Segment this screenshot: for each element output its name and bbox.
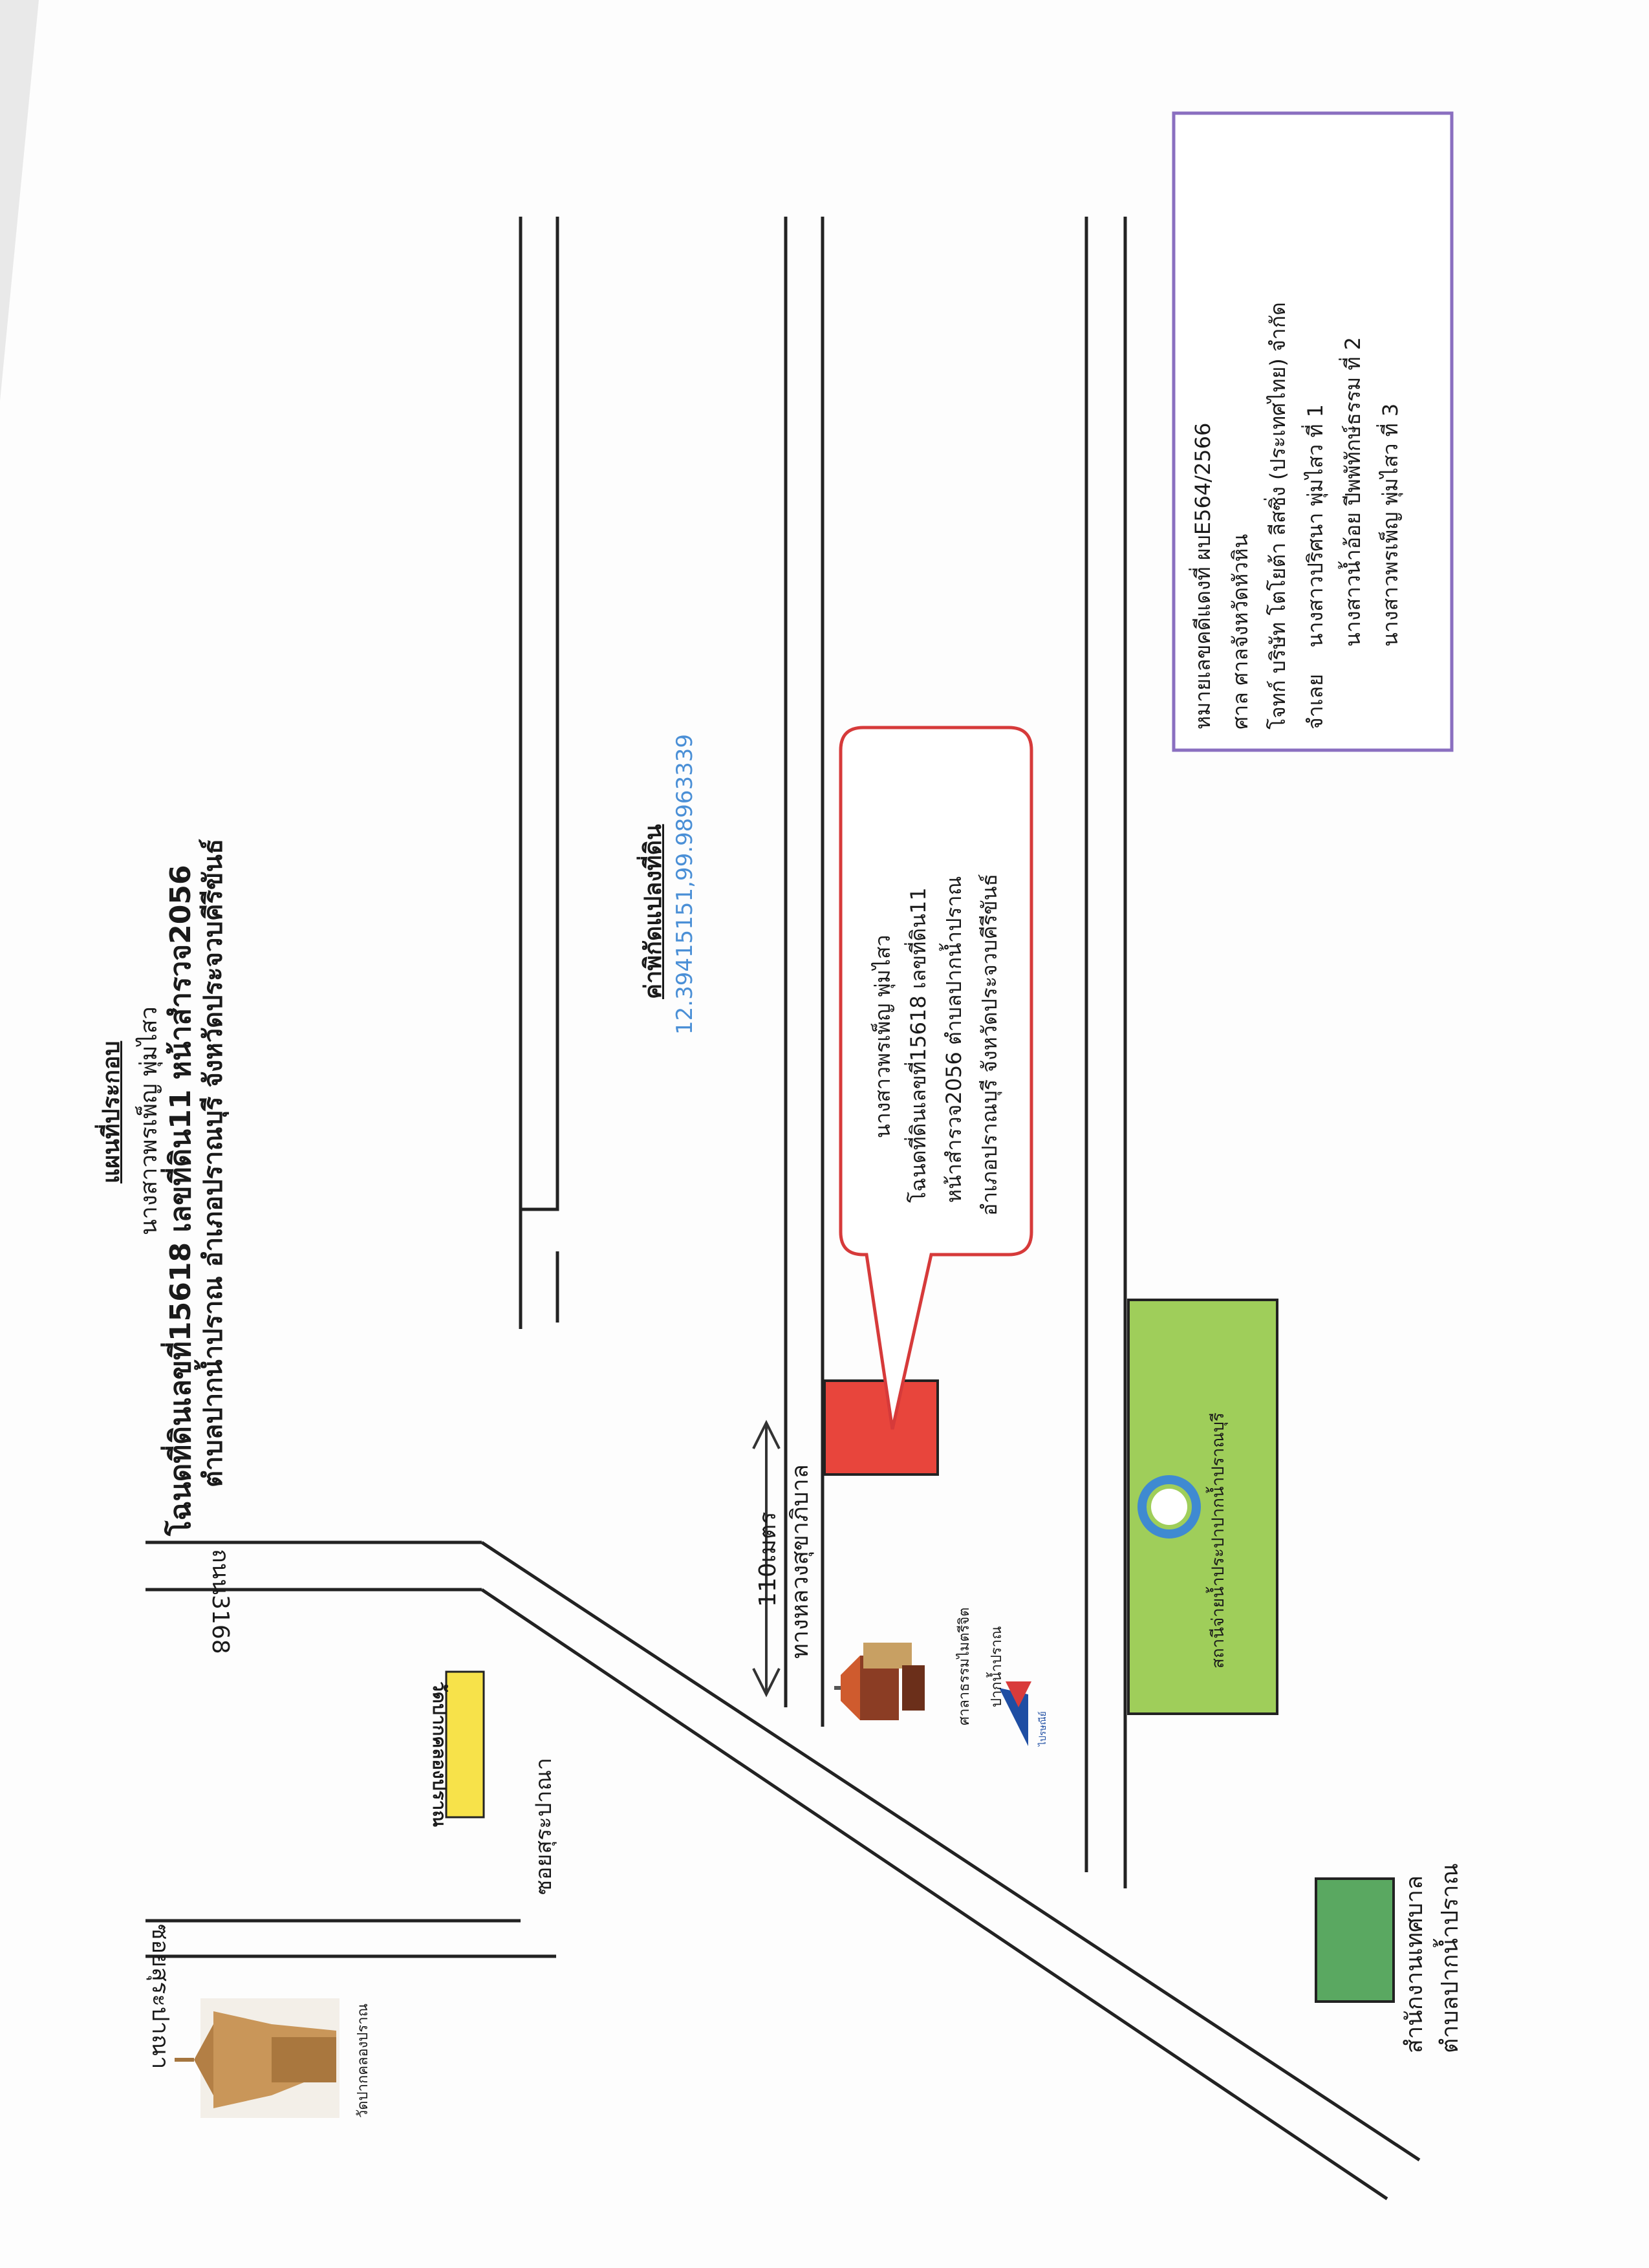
soi-road [519,217,559,1329]
coordinates-label: ค่าพิกัดแปลงที่ดิน [640,824,667,999]
distance-arrow [752,1420,781,1698]
callout-province: อำเภอปราณบุรี จังหวัดประจวบคีรีขันธ์ [977,873,1002,1216]
sukhumvit-road [784,217,824,1727]
coordinates-value: 12.39415151,99.98963339 [672,733,698,1035]
municipal-label-1: สำนักงานเทศบาล [1401,1875,1428,2053]
map-title-deed: โฉนดที่ดินเลขที่15618 เลขที่ดิน11 หน้าสำ… [164,865,197,1536]
case-defendant-3: นางสาวพรเพ็ญ พุ่มไสว ที่ 3 [1378,403,1403,647]
map-title-owner: นางสาวพรเพ็ญ พุ่มไสว [136,1006,162,1235]
road-label-soi-upper: ซอยสุระปาณา [147,1924,173,2069]
case-info-box [1172,111,1454,752]
road-label-3168: ถนน3168 [207,1549,233,1654]
case-plaintiff: โจทก์ บริษัท โตโยต้า ลีสซิ่ง (ประเทศไทย)… [1266,302,1290,729]
callout-deed: โฉนดที่ดินเลขที่15618 เลขที่ดิน11 [906,887,931,1203]
temple-icon [175,1998,339,2118]
case-defendant-1: จำเลย นางสาวปริศนา พุ่มไสว ที่ 1 [1303,404,1328,729]
municipal-label-2: ตำบลปากน้ำปราณ [1437,1863,1463,2053]
waterworks-area [1127,1299,1278,1715]
water-tank-icon [1137,1475,1201,1539]
callout-bubble [839,726,1033,1430]
shrine-icon [834,1643,925,1720]
case-defendant-2: นางสาวน้ำอ้อย ปีพพัทักษ์ธรรม ที่ 2 [1341,337,1365,647]
road-label-soi-lower: ซอยสุระปาณา [531,1757,557,1895]
callout-owner: นางสาวพรเพ็ญ พุ่มไสว [870,934,895,1138]
callout-survey: หน้าสำรวจ2056 ตำบลปากน้ำปราณ [942,876,966,1203]
municipal-office [1315,1877,1395,2003]
eastern-road [1084,217,1127,1888]
water-tank-center [1151,1489,1187,1525]
yellow-sign-label: วัดปากคลองปราณ [429,1681,450,1828]
road-label-sukhumvit: ทางหลวงสุขาภิบาล [787,1464,814,1659]
distance-label: 110เมตร [755,1511,781,1607]
temple-label: วัดปากคลองปราณ [355,2003,371,2118]
shrine-sub-label: ปากน้ำปราณ [989,1626,1005,1707]
post-logo-icon [999,1681,1031,1746]
road-3168 [146,1540,482,1592]
scan-edge [0,0,39,401]
case-court: ศาล ศาลจังหวัดหัวหิน [1228,534,1253,729]
map-title-location: ตำบลปากน้ำปราณ อำเภอปราณบุรี จังหวัดประจ… [199,838,228,1487]
yellow-sign [445,1670,485,1819]
land-plot [823,1379,939,1476]
case-number: หมายเลขคดีแดงที่ ผบE564/2566 [1191,422,1215,729]
diagonal-road [480,1540,1421,2201]
soi-sapanna-road [146,1919,556,1958]
shrine-label: ศาลาธรรมไมตรีจิต [956,1607,973,1725]
post-logo-label: ไปรษณีย์ [1038,1711,1048,1746]
map-title-heading: แผนที่ประกอบ [98,1041,125,1183]
waterworks-label: สถานีจ่ายน้ำประปาปากน้ำปราณบุรี [1209,1412,1228,1669]
